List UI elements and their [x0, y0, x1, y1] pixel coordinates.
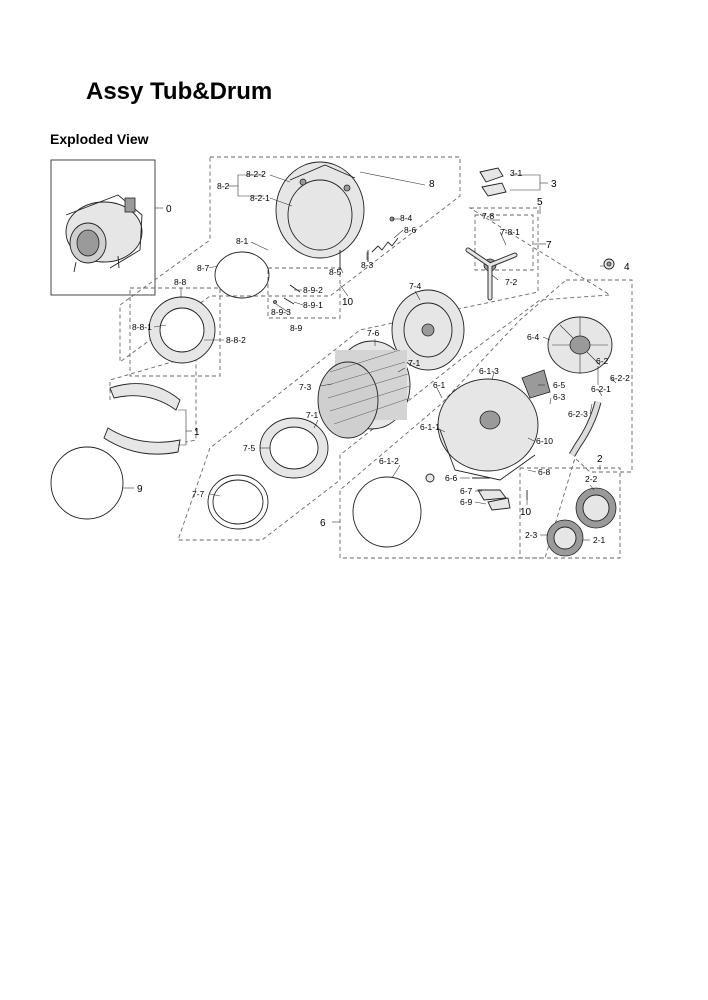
label-6-2: 6-2 — [596, 356, 609, 366]
label-6-7: 6-7 — [460, 486, 473, 496]
part-nut-4 — [603, 258, 615, 270]
part-drum-7-6 — [317, 340, 411, 439]
group-6-outline — [339, 279, 633, 559]
page-title: Assy Tub&Drum — [86, 78, 273, 105]
label-8-2: 8-2 — [217, 181, 230, 191]
label-6: 6 — [320, 518, 326, 529]
label-10a: 10 — [342, 297, 354, 308]
label-6-5: 6-5 — [553, 380, 566, 390]
label-8-9: 8-9 — [290, 323, 303, 333]
label-7-7: 7-7 — [192, 489, 205, 499]
assembly-overview — [50, 159, 163, 296]
label-8-5: 8-5 — [329, 267, 342, 277]
part-hose-6-2 — [568, 401, 602, 457]
part-tub-front — [275, 161, 365, 259]
part-ring-7-7 — [207, 474, 269, 530]
label-6-2-2: 6-2-2 — [610, 373, 630, 383]
label-8-6: 8-6 — [404, 225, 417, 235]
group-7-8-outline — [474, 214, 534, 271]
label-8-7: 8-7 — [197, 263, 210, 273]
label-8-3: 8-3 — [361, 260, 374, 270]
group-8-8-outline — [129, 287, 221, 377]
label-2-1: 2-1 — [593, 535, 606, 545]
label-2: 2 — [597, 454, 603, 465]
label-8-8: 8-8 — [174, 277, 187, 287]
part-tub-rear-6-1 — [437, 378, 539, 481]
label-6-6: 6-6 — [445, 473, 458, 483]
part-motor-2 — [546, 487, 617, 557]
group-1-outline — [109, 354, 197, 443]
group-2-outline — [519, 467, 621, 559]
label-6-1: 6-1 — [433, 380, 446, 390]
label-8-9-1: 8-9-1 — [303, 300, 323, 310]
label-9: 9 — [137, 484, 143, 495]
label-8-8-2: 8-8-2 — [226, 335, 246, 345]
part-spider-7-8 — [465, 247, 518, 301]
label-8-8-1: 8-8-1 — [132, 322, 152, 332]
label-10b: 10 — [520, 507, 532, 518]
label-7-1a: 7-1 — [408, 358, 421, 368]
part-ring-6-1-2 — [352, 476, 422, 548]
label-8-9-2: 8-9-2 — [303, 285, 323, 295]
label-7-4: 7-4 — [409, 281, 422, 291]
label-7-2: 7-2 — [505, 277, 518, 287]
label-7-8: 7-8 — [482, 211, 495, 221]
label-7-8-1: 7-8-1 — [500, 227, 520, 237]
label-6-8: 6-8 — [538, 467, 551, 477]
part-ring-8-7 — [214, 251, 270, 299]
group-8-9-outline — [267, 267, 341, 319]
label-3-1: 3-1 — [510, 168, 523, 178]
label-7-6: 7-6 — [367, 328, 380, 338]
label-7-3: 7-3 — [299, 382, 312, 392]
part-drum-back-7-4 — [391, 289, 465, 371]
label-8-4: 8-4 — [400, 213, 413, 223]
part-pulley-6-4 — [547, 316, 613, 374]
section-title: Exploded View — [50, 131, 149, 147]
leader-lines — [122, 171, 617, 541]
label-6-3: 6-3 — [553, 392, 566, 402]
label-6-4: 6-4 — [527, 332, 540, 342]
label-7-1b: 7-1 — [306, 410, 319, 420]
label-6-10: 6-10 — [536, 436, 553, 446]
label-8-2-1: 8-2-1 — [250, 193, 270, 203]
part-frame-7-5 — [259, 417, 329, 479]
label-8-1: 8-1 — [236, 236, 249, 246]
label-2-3: 2-3 — [525, 530, 538, 540]
label-6-1-3: 6-1-3 — [479, 366, 499, 376]
part-ring-9 — [50, 446, 124, 520]
label-6-1-1: 6-1-1 — [420, 422, 440, 432]
part-6-small — [425, 473, 528, 511]
label-8-9-3: 8-9-3 — [271, 307, 291, 317]
label-7: 7 — [546, 240, 552, 251]
label-4: 4 — [624, 262, 630, 273]
label-7-5: 7-5 — [243, 443, 256, 453]
part-spring-8-6 — [371, 237, 399, 253]
label-6-9: 6-9 — [460, 497, 473, 507]
label-1: 1 — [194, 427, 200, 438]
label-6-1-2: 6-1-2 — [379, 456, 399, 466]
label-0: 0 — [166, 204, 172, 215]
label-5: 5 — [537, 197, 543, 208]
label-6-2-3: 6-2-3 — [568, 409, 588, 419]
part-6-5 — [521, 369, 551, 399]
label-3: 3 — [551, 179, 557, 190]
label-6-2-1: 6-2-1 — [591, 384, 611, 394]
part-diaphragm-8-8 — [148, 296, 216, 364]
part-hardware-3 — [479, 167, 507, 197]
label-2-2: 2-2 — [585, 474, 598, 484]
label-8-2-2: 8-2-2 — [246, 169, 266, 179]
label-8: 8 — [429, 179, 435, 190]
group-8-outline — [119, 156, 461, 363]
part-weights-1 — [103, 383, 181, 455]
part-8-9-pieces — [273, 284, 301, 305]
